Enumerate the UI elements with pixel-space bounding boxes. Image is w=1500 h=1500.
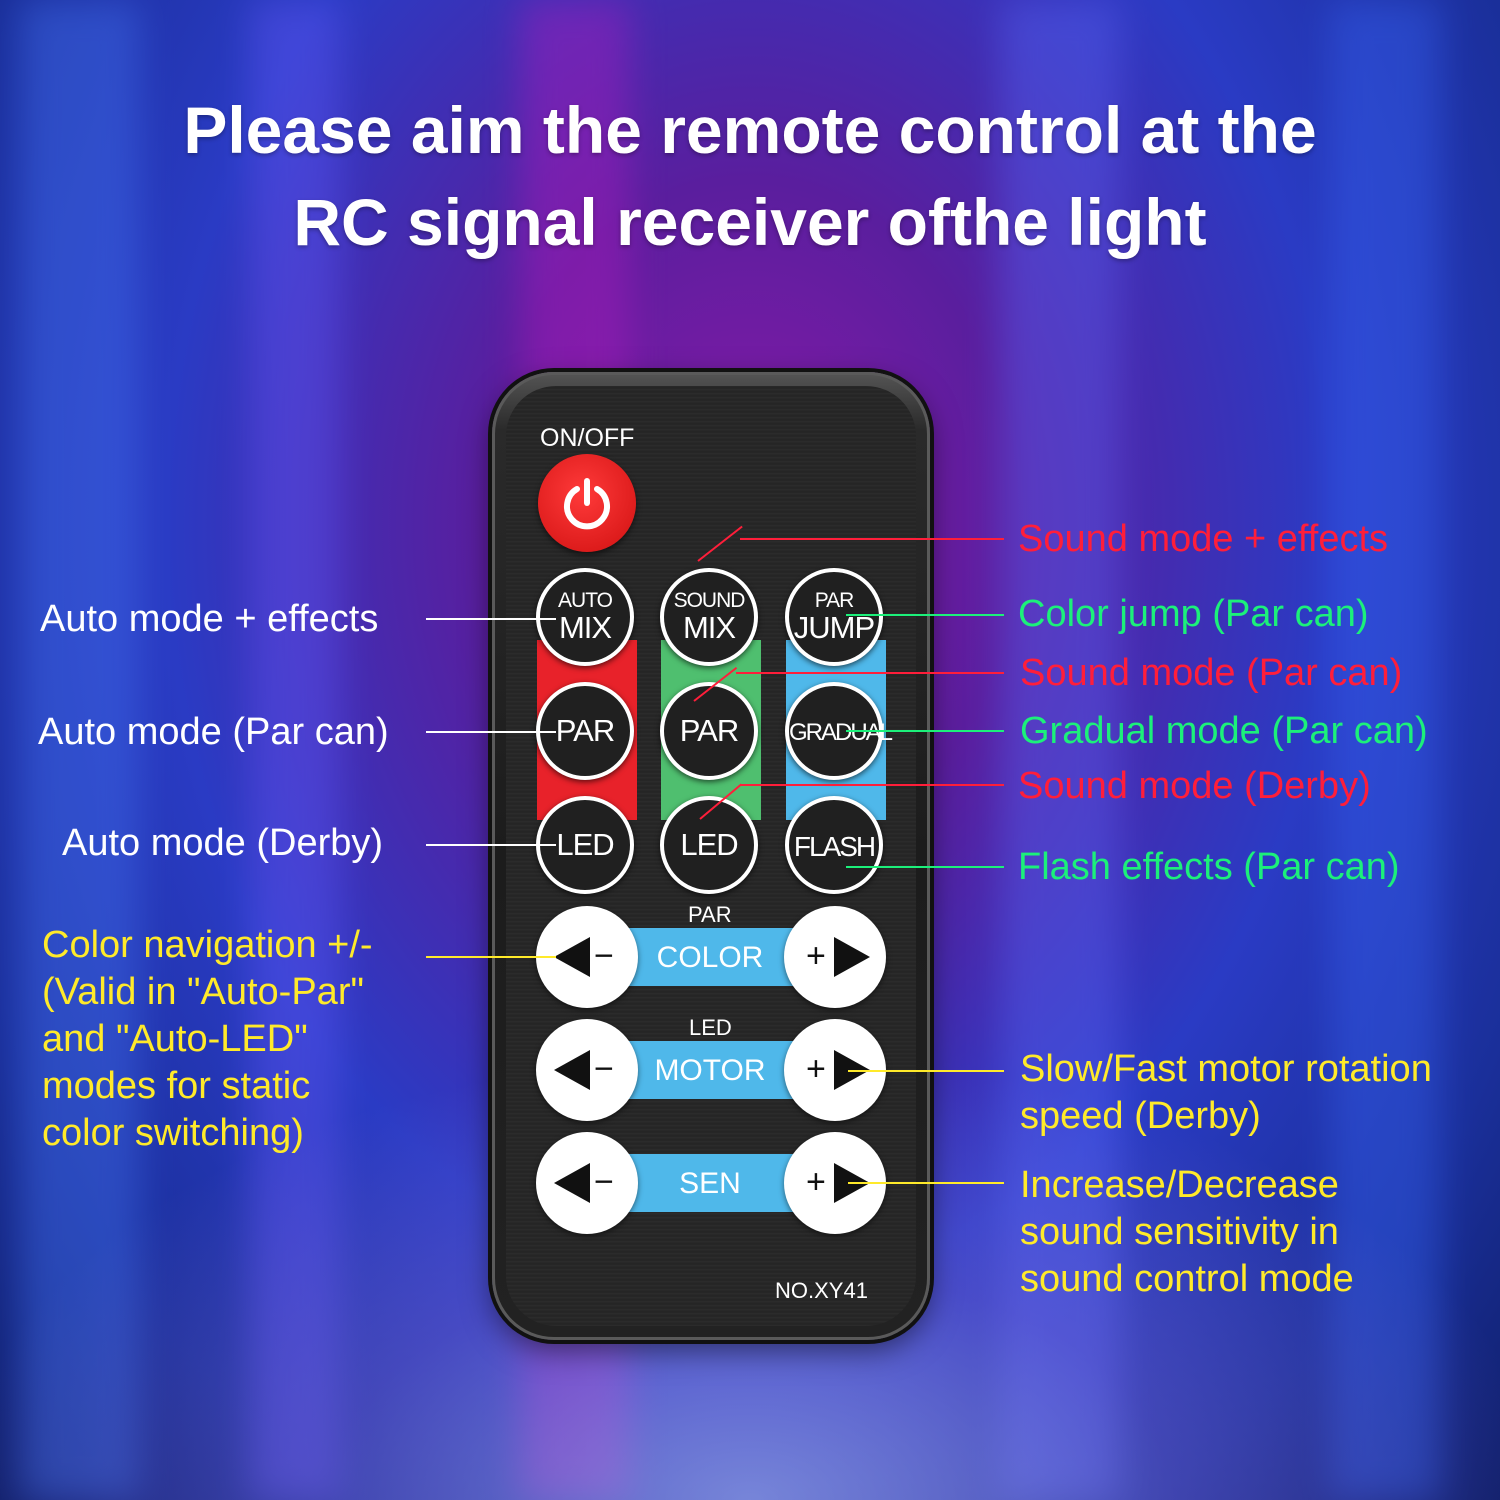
sen-annotation-line: Increase/Decrease — [1020, 1164, 1339, 1206]
sen-bar-label: SEN — [679, 1167, 741, 1200]
par-auto-label: PAR — [555, 713, 615, 748]
color-nav-line: and "Auto-LED" — [42, 1018, 308, 1060]
auto-mix-button[interactable]: AUTO MIX — [536, 568, 634, 666]
gradual-label: GRADUAL — [789, 719, 893, 746]
par-sound-label: PAR — [679, 713, 739, 748]
page-title: Please aim the remote control at the RC … — [0, 84, 1500, 268]
title-line-1: Please aim the remote control at the — [183, 93, 1317, 167]
auto-derby-annotation: Auto mode (Derby) — [62, 822, 384, 864]
sound-mix-bottom-label: MIX — [682, 610, 736, 645]
color-nav-line: Color navigation +/- — [42, 924, 373, 966]
sen-minus-button[interactable]: − — [536, 1132, 638, 1234]
sound-mix-leader — [740, 538, 1004, 540]
motor-bar-label: MOTOR — [654, 1054, 766, 1087]
title-line-2: RC signal receiver ofthe light — [293, 185, 1207, 259]
minus-sign: − — [594, 937, 614, 975]
minus-sign: − — [594, 1163, 614, 1201]
color-jump-leader — [846, 614, 1004, 616]
model-number: NO.XY41 — [775, 1278, 868, 1303]
motor-annotation: Slow/Fast motor rotation speed (Derby) — [1020, 1046, 1432, 1140]
sound-mix-annotation: Sound mode + effects — [1018, 518, 1389, 560]
par-jump-top-label: PAR — [814, 589, 855, 612]
auto-derby-leader — [426, 844, 556, 846]
minus-sign: − — [594, 1050, 614, 1088]
sen-annotation: Increase/Decrease sound sensitivity in s… — [1020, 1162, 1354, 1303]
right-arrow-icon — [834, 937, 870, 977]
plus-sign: + — [806, 1163, 826, 1201]
par-sound-button[interactable]: PAR — [660, 682, 758, 780]
motor-plus-button[interactable]: + — [784, 1019, 886, 1121]
motor-bar: MOTOR — [600, 1041, 820, 1099]
sen-leader — [848, 1182, 1004, 1184]
flash-leader — [846, 866, 1004, 868]
left-arrow-icon — [554, 1050, 590, 1090]
sound-derby-leader — [740, 784, 1004, 786]
left-arrow-icon — [554, 937, 590, 977]
gradual-leader — [846, 730, 1004, 732]
color-nav-line: modes for static — [42, 1065, 311, 1107]
sen-annotation-line: sound sensitivity in — [1020, 1211, 1339, 1253]
auto-par-leader — [426, 731, 556, 733]
on-off-label: ON/OFF — [540, 424, 635, 452]
motor-minus-button[interactable]: − — [536, 1019, 638, 1121]
color-nav-leader — [426, 956, 556, 958]
color-nav-line: (Valid in "Auto-Par" — [42, 971, 364, 1013]
flash-annotation: Flash effects (Par can) — [1018, 846, 1400, 888]
color-bar-label: COLOR — [656, 941, 764, 974]
flash-label: FLASH — [793, 831, 876, 862]
led-auto-label: LED — [556, 827, 614, 862]
gradual-annotation: Gradual mode (Par can) — [1020, 710, 1428, 752]
sound-par-leader — [736, 672, 1004, 674]
sen-annotation-line: sound control mode — [1020, 1258, 1354, 1300]
sound-mix-top-label: SOUND — [673, 589, 746, 612]
auto-mix-leader — [426, 618, 556, 620]
color-plus-button[interactable]: + — [784, 906, 886, 1008]
left-arrow-icon — [554, 1163, 590, 1203]
led-sound-label: LED — [680, 827, 738, 862]
motor-annotation-line: Slow/Fast motor rotation — [1020, 1048, 1432, 1090]
flash-button[interactable]: FLASH — [785, 796, 883, 894]
motor-leader — [848, 1070, 1004, 1072]
plus-sign: + — [806, 1050, 826, 1088]
auto-mix-top-label: AUTO — [558, 589, 613, 612]
plus-sign: + — [806, 937, 826, 975]
par-jump-button[interactable]: PAR JUMP — [785, 568, 883, 666]
sound-mix-button[interactable]: SOUND MIX — [660, 568, 758, 666]
motor-annotation-line: speed (Derby) — [1020, 1095, 1261, 1137]
motor-heading-label: LED — [689, 1015, 732, 1040]
power-icon — [564, 478, 610, 530]
color-heading-label: PAR — [688, 902, 732, 927]
auto-par-annotation: Auto mode (Par can) — [38, 711, 389, 753]
color-nav-annotation: Color navigation +/- (Valid in "Auto-Par… — [42, 922, 373, 1157]
par-jump-bottom-label: JUMP — [793, 610, 875, 645]
auto-mix-annotation: Auto mode + effects — [40, 598, 379, 640]
sound-par-annotation: Sound mode (Par can) — [1020, 652, 1403, 694]
auto-mix-bottom-label: MIX — [558, 610, 612, 645]
sound-derby-annotation: Sound mode (Derby) — [1018, 765, 1371, 807]
color-jump-annotation: Color jump (Par can) — [1018, 593, 1369, 635]
power-button[interactable] — [538, 454, 636, 552]
color-nav-line: color switching) — [42, 1112, 304, 1154]
